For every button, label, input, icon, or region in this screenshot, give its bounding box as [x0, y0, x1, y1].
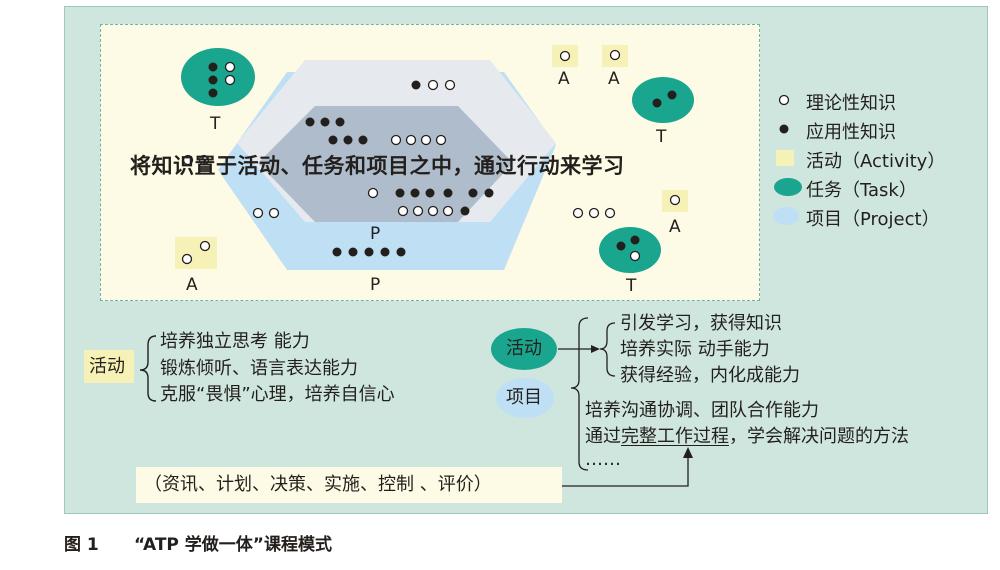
project-pill-label: 项目 [506, 387, 542, 408]
legend-activity-label: 活动（Activity） [806, 151, 946, 172]
task-label: T [656, 127, 667, 147]
activity-item: 锻炼倾听、语言表达能力 [160, 358, 358, 379]
activity-label: A [558, 69, 570, 89]
process-arrow [562, 455, 689, 487]
activity-pill [491, 328, 557, 370]
activity-label-square [84, 350, 134, 383]
complete-work-process: 完整工作过程 [621, 426, 729, 447]
activity-label: A [669, 217, 681, 237]
task-label: T [626, 276, 637, 296]
process-prefix: 通过 [585, 426, 621, 447]
loose-dots [182, 79, 616, 257]
activity-dots [181, 49, 681, 265]
project-label: P [370, 275, 381, 295]
process-suffix: ，学会解决问题的方法 [729, 426, 909, 447]
caption-number: 图 1 [64, 535, 99, 555]
arrow-head [591, 345, 600, 353]
legend-task-label: 任务（Task） [806, 180, 917, 201]
project-outcome: 培养沟通协调、团队合作能力 [585, 400, 819, 421]
activity-item: 克服“畏惧”心理，培养自信心 [160, 384, 395, 405]
task-bottom-right-dots [616, 235, 641, 262]
task-top-right-dots [652, 90, 677, 108]
task-top-left-dots [208, 61, 236, 98]
activity-item: 培养独立思考 能力 [160, 331, 310, 352]
activity-label: A [608, 69, 620, 89]
project-pill [496, 378, 554, 418]
activity-outcome: 培养实际 动手能力 [620, 339, 770, 360]
task-oval-top-right [632, 77, 694, 123]
legend-project-label: 项目（Project） [806, 209, 940, 230]
activity-brace [139, 335, 157, 402]
process-box [136, 467, 562, 503]
legend-applied-label: 应用性知识 [806, 122, 896, 143]
activity-square [175, 237, 217, 269]
activity-block-label: 活动 [89, 356, 125, 377]
project-outcome-process: 通过完整工作过程，学会解决问题的方法 [585, 426, 909, 448]
right-brace [570, 317, 589, 471]
project-label: P [370, 224, 381, 244]
legend-symbols [773, 94, 802, 225]
task-oval-bottom-right [599, 227, 661, 273]
ellipsis: …… [585, 449, 621, 470]
task-oval-top-left [181, 48, 255, 106]
central-statement: 将知识置于活动、任务和项目之中，通过行动来学习 [130, 154, 625, 178]
activity-pill-label: 活动 [506, 338, 542, 359]
process-arrow-head [683, 447, 693, 458]
task-label: T [210, 114, 221, 134]
activity-outcome: 引发学习，获得知识 [620, 313, 782, 334]
legend-theory-label: 理论性知识 [806, 93, 896, 114]
activity-outcome: 获得经验，内化成能力 [620, 365, 800, 386]
activity-label: A [186, 275, 198, 295]
process-steps: （资讯、计划、决策、实施、控制 、评价） [144, 474, 492, 495]
activity-items-bracket [599, 322, 616, 377]
caption-title: “ATP 学做一体”课程模式 [134, 535, 332, 555]
